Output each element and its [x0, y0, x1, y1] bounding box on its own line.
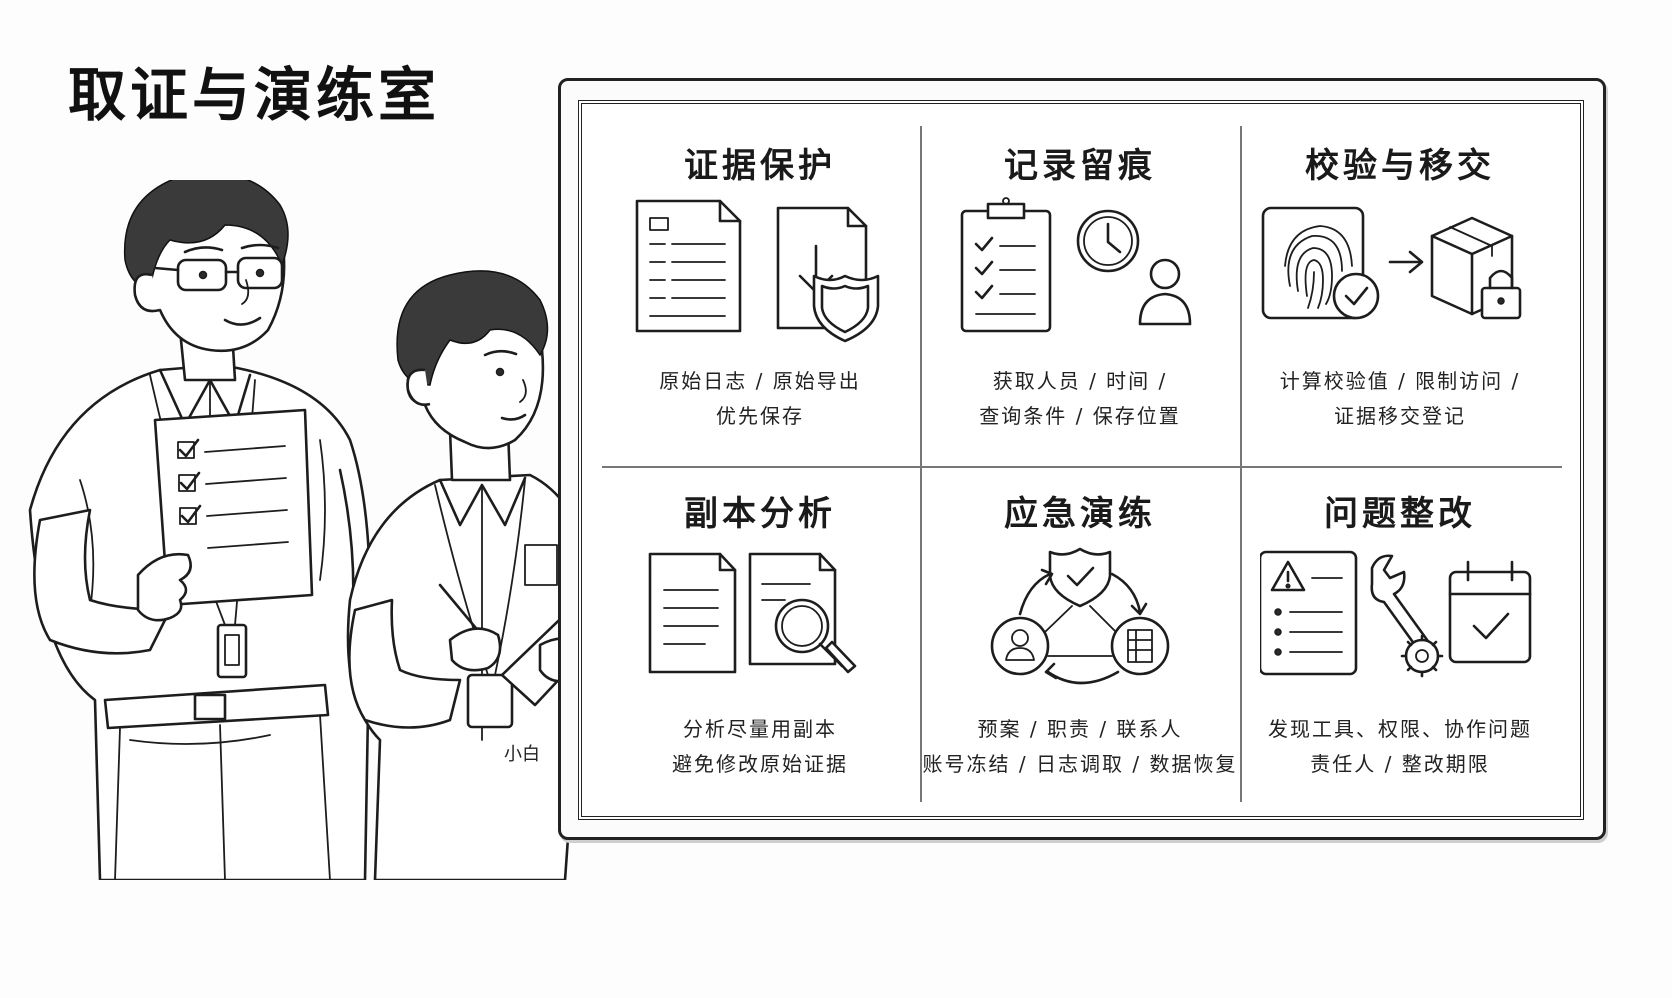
grid-divider	[602, 466, 1562, 468]
arrow-right-icon	[1388, 250, 1424, 274]
panel-icons	[620, 196, 900, 346]
download-shield-icon	[776, 206, 880, 343]
panel-desc-line: 获取人员 / 时间 /	[992, 369, 1168, 393]
panel-desc-line: 预案 / 职责 / 联系人	[977, 717, 1183, 741]
characters-illustration	[20, 180, 640, 880]
grid-divider	[920, 126, 922, 802]
page-title: 取证与演练室	[68, 61, 441, 129]
panel-desc-line: 责任人 / 整改期限	[1310, 752, 1490, 776]
panel-desc-line: 分析尽量用副本	[683, 717, 837, 741]
server-circle-icon	[1110, 616, 1170, 676]
panel-desc-line: 查询条件 / 保存位置	[979, 404, 1181, 428]
panel-description: 分析尽量用副本 避免修改原始证据	[600, 712, 920, 782]
panel-icons	[940, 544, 1220, 694]
fingerprint-check-icon	[1261, 206, 1380, 320]
panel-title: 应急演练	[1004, 494, 1156, 534]
panel-desc-line: 发现工具、权限、协作问题	[1268, 717, 1532, 741]
panel-title: 问题整改	[1324, 494, 1476, 534]
magnifier-document-icon	[748, 552, 857, 674]
panel-icons	[620, 544, 900, 694]
panel-description: 计算校验值 / 限制访问 / 证据移交登记	[1240, 364, 1560, 434]
panel-copy-analysis: 副本分析 分析尽量用副本 避免修改原始证据	[600, 476, 920, 816]
panel-record-trail: 记录留痕 获取人员 / 时间 / 查询条件 / 保存位置	[920, 128, 1240, 468]
panel-emergency-drill: 应急演练 预案 / 职责 / 联系人 账号冻结 / 日志调取 / 数据恢复	[920, 476, 1240, 816]
panel-title: 副本分析	[684, 494, 836, 534]
checklist-clipboard-icon	[960, 197, 1052, 333]
wrench-gear-icon	[1370, 554, 1444, 678]
panel-issue-rectification: 问题整改 发现工具、权限、协作问题 责任人 / 整改期限	[1240, 476, 1560, 816]
document-copy-icon	[648, 552, 737, 674]
grid-divider	[1240, 126, 1242, 802]
clock-icon	[1076, 209, 1140, 273]
whiteboard-panel	[578, 100, 1584, 820]
panel-title: 证据保护	[684, 146, 836, 186]
panel-desc-line: 证据移交登记	[1334, 404, 1466, 428]
student-badge-label: 小白	[504, 744, 540, 765]
panel-description: 预案 / 职责 / 联系人 账号冻结 / 日志调取 / 数据恢复	[920, 712, 1240, 782]
student-figure	[346, 270, 612, 880]
person-icon	[1138, 258, 1192, 326]
panel-icons	[940, 196, 1220, 346]
calendar-check-icon	[1448, 560, 1532, 664]
panel-icons	[1260, 544, 1540, 694]
panel-description: 发现工具、权限、协作问题 责任人 / 整改期限	[1240, 712, 1560, 782]
panel-desc-line: 账号冻结 / 日志调取 / 数据恢复	[922, 752, 1238, 776]
panel-description: 原始日志 / 原始导出 优先保存	[600, 364, 920, 434]
shield-check-icon	[1048, 547, 1112, 608]
panel-desc-line: 优先保存	[716, 404, 804, 428]
panel-description: 获取人员 / 时间 / 查询条件 / 保存位置	[920, 364, 1240, 434]
warning-list-icon	[1260, 550, 1358, 676]
teacher-figure	[28, 180, 372, 880]
panel-icons	[1260, 196, 1540, 346]
panel-title: 记录留痕	[1004, 146, 1156, 186]
cycle-arrows-icon	[1018, 568, 1148, 685]
document-icon	[635, 199, 742, 333]
locked-box-icon	[1430, 216, 1522, 320]
person-circle-icon	[990, 616, 1050, 676]
panel-title: 校验与移交	[1305, 146, 1495, 186]
panel-desc-line: 原始日志 / 原始导出	[659, 369, 861, 393]
panel-verify-handover: 校验与移交 计算校验值 / 限制访问 / 证据移交登记	[1240, 128, 1560, 468]
panel-desc-line: 计算校验值 / 限制访问 /	[1279, 369, 1521, 393]
panel-evidence-protection: 证据保护 原始日志 / 原始导出 优先保存	[600, 128, 920, 468]
panel-desc-line: 避免修改原始证据	[672, 752, 848, 776]
